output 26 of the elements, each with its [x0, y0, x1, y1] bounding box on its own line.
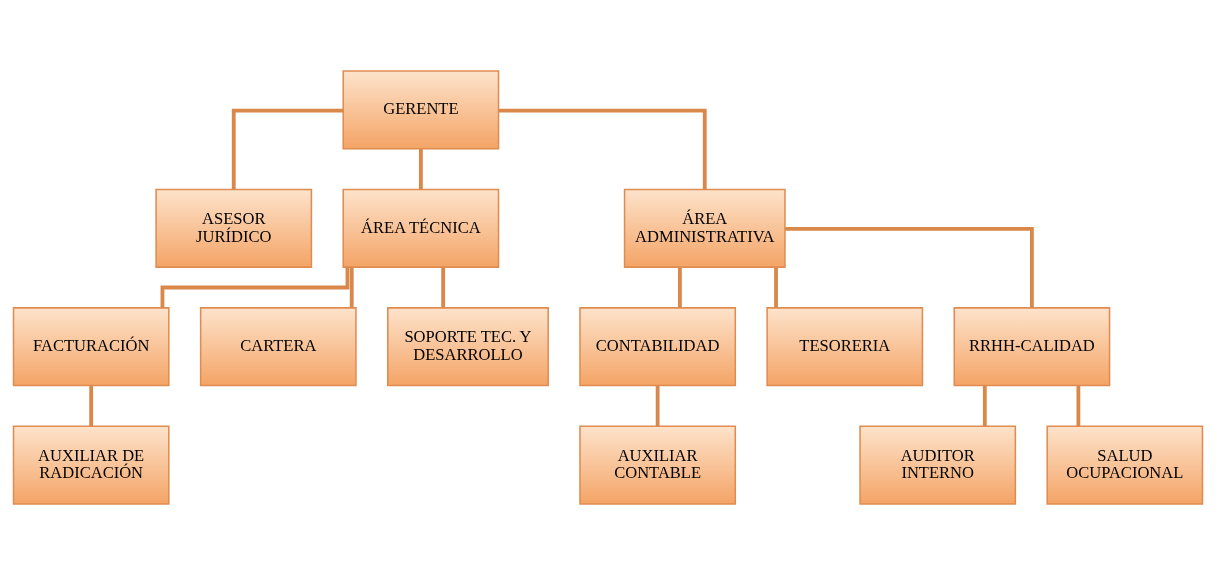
- connector: [774, 266, 778, 308]
- node-box: AUXILIAR CONTABLE: [579, 425, 737, 505]
- node-box: CONTABILIDAD: [579, 306, 737, 386]
- connector: [441, 266, 446, 308]
- node-box: AUXILIAR DE RADICACIÓN: [12, 425, 170, 505]
- node-box: CARTERA: [199, 306, 357, 386]
- connector: [655, 385, 660, 426]
- connector: [785, 226, 1034, 308]
- node-box: TESORERIA: [766, 306, 924, 386]
- connector: [231, 108, 344, 189]
- node-box: FACTURACIÓN: [12, 306, 170, 386]
- connector: [89, 385, 94, 426]
- node-box: SALUD OCUPACIONAL: [1046, 425, 1204, 505]
- connector: [1076, 385, 1081, 426]
- connector: [418, 148, 423, 189]
- node-box: ÁREA ADMINISTRATIVA: [623, 188, 786, 268]
- connector: [498, 108, 707, 189]
- connector: [982, 385, 987, 426]
- connector: [678, 266, 682, 308]
- node-box: SOPORTE TEC. Y DESARROLLO: [387, 306, 549, 386]
- node-box: AUDITOR INTERNO: [859, 425, 1017, 505]
- node-box: ÁREA TÉCNICA: [342, 188, 500, 268]
- node-box: RRHH-CALIDAD: [953, 306, 1111, 386]
- connector: [349, 266, 354, 308]
- node-box: GERENTE: [342, 69, 500, 149]
- node-box: ASESOR JURÍDICO: [155, 188, 313, 268]
